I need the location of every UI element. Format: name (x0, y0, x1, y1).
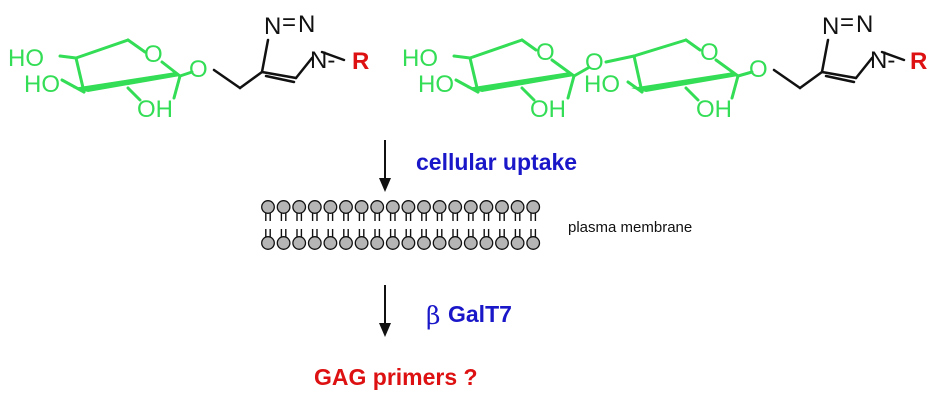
lipid-head (370, 236, 385, 250)
lipid-molecule (417, 200, 431, 250)
lipid-head (510, 236, 525, 250)
lipid-head (354, 200, 369, 214)
glycosidic-oxygen-label: O (189, 56, 208, 83)
triazole-double-bond-label: = (840, 9, 854, 36)
beta-symbol: β (426, 301, 440, 330)
lipid-molecule (401, 200, 416, 250)
lipid-head (276, 236, 291, 250)
lipid-molecule (510, 200, 525, 250)
lipid-head (432, 236, 447, 250)
lipid-head (385, 236, 400, 250)
lipid-molecule (385, 200, 400, 250)
lipid-head (526, 236, 541, 250)
hydroxyl-label: HO (8, 45, 44, 72)
disaccharide-triazole-structure: HO HO OH O O HO OH O O (402, 9, 927, 123)
uptake-arrow (379, 140, 391, 192)
second-sugar-ring (604, 38, 754, 102)
lipid-head (401, 200, 416, 214)
interglycosidic-oxygen-label: O (585, 49, 604, 76)
triazole-double-bond-label: = (282, 9, 296, 36)
lipid-molecule (526, 200, 541, 250)
r-group-label: R (910, 48, 927, 75)
plasma-membrane-bilayer (261, 200, 541, 250)
triazole-nitrogen-label: N (822, 13, 839, 40)
lipid-head (276, 200, 291, 214)
lipid-head (339, 236, 353, 250)
lipid-molecule (292, 200, 307, 250)
lipid-head (479, 236, 494, 250)
xylose-ring (58, 38, 194, 102)
lipid-molecule (495, 200, 509, 250)
lipid-head (323, 236, 338, 250)
hydroxyl-label: OH (530, 96, 566, 123)
lipid-head (261, 236, 275, 250)
lipid-molecule (339, 200, 353, 250)
triazole-ring (212, 38, 346, 90)
lipid-head (432, 200, 447, 214)
hydroxyl-label: HO (24, 71, 60, 98)
lipid-head (307, 236, 322, 250)
lipid-head (370, 200, 385, 214)
lipid-head (401, 236, 416, 250)
lipid-head (307, 200, 322, 214)
lipid-head (463, 236, 478, 250)
triazole-nitrogen-substituted-label: N- (870, 47, 895, 74)
lipid-head (510, 200, 525, 214)
lipid-molecule (463, 200, 478, 250)
lipid-head (479, 200, 494, 214)
lipid-head (292, 200, 307, 214)
lipid-head (526, 200, 541, 214)
hydroxyl-label: OH (137, 96, 173, 123)
galt7-label: GalT7 (448, 301, 512, 327)
gag-primers-label: GAG primers ? (314, 364, 478, 390)
lipid-head (417, 200, 431, 214)
lipid-head (292, 236, 307, 250)
lipid-head (417, 236, 431, 250)
cellular-uptake-label: cellular uptake (416, 149, 577, 175)
lipid-head (385, 200, 400, 214)
xyloside-triazole-structure: HO HO OH O O N = N N- R (8, 9, 369, 123)
hydroxyl-label: HO (402, 45, 438, 72)
lipid-molecule (370, 200, 385, 250)
triazole-nitrogen-substituted-label: N- (310, 47, 335, 74)
lipid-head (448, 200, 463, 214)
hydroxyl-label: HO (418, 71, 454, 98)
glycosidic-oxygen-label: O (749, 56, 768, 83)
ring-oxygen-label: O (536, 39, 555, 66)
lipid-molecule (261, 200, 275, 250)
plasma-membrane-label: plasma membrane (568, 219, 692, 236)
lipid-head (495, 236, 509, 250)
lipid-molecule (276, 200, 291, 250)
lipid-head (354, 236, 369, 250)
triazole-ring (772, 38, 906, 90)
triazole-nitrogen-label: N (856, 11, 873, 38)
lipid-head (495, 200, 509, 214)
triazole-nitrogen-label: N (264, 13, 281, 40)
hydroxyl-label: HO (584, 71, 620, 98)
enzyme-arrow (379, 285, 391, 337)
lipid-head (448, 236, 463, 250)
lipid-head (261, 200, 275, 214)
first-sugar-ring (452, 38, 590, 102)
lipid-molecule (479, 200, 494, 250)
triazole-nitrogen-label: N (298, 11, 315, 38)
lipid-head (339, 200, 353, 214)
lipid-head (323, 200, 338, 214)
lipid-molecule (323, 200, 338, 250)
lipid-molecule (307, 200, 322, 250)
hydroxyl-label: OH (696, 96, 732, 123)
r-group-label: R (352, 48, 369, 75)
lipid-molecule (432, 200, 447, 250)
ring-oxygen-label: O (144, 41, 163, 68)
lipid-molecule (354, 200, 369, 250)
lipid-molecule (448, 200, 463, 250)
ring-oxygen-label: O (700, 39, 719, 66)
lipid-head (463, 200, 478, 214)
